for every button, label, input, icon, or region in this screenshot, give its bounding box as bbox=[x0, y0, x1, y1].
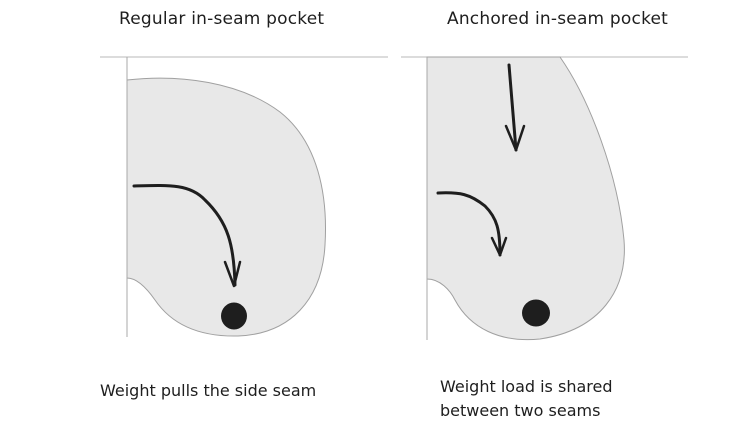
weight-dot-regular bbox=[221, 302, 247, 330]
panel-left-caption: Weight pulls the side seam bbox=[100, 381, 317, 400]
curved-arrow-anchored bbox=[436, 191, 502, 257]
weight-dot-anchored bbox=[522, 299, 550, 327]
left-panel-drawing bbox=[100, 56, 388, 337]
panel-left-title: Regular in-seam pocket bbox=[119, 9, 325, 29]
curved-arrow-regular bbox=[132, 184, 237, 287]
arrowhead-straight bbox=[504, 124, 526, 152]
straight-arrow-anchored bbox=[507, 63, 518, 152]
panel-right-caption: Weight load is shared between two seams bbox=[440, 377, 613, 420]
panel-right-title: Anchored in-seam pocket bbox=[447, 9, 669, 29]
pocket-bag-anchored bbox=[426, 56, 625, 341]
arrowhead-regular bbox=[223, 260, 242, 288]
pocket-bag-regular bbox=[126, 77, 326, 337]
arrowhead-curved-anchored bbox=[490, 236, 508, 257]
right-panel-drawing bbox=[401, 56, 688, 341]
